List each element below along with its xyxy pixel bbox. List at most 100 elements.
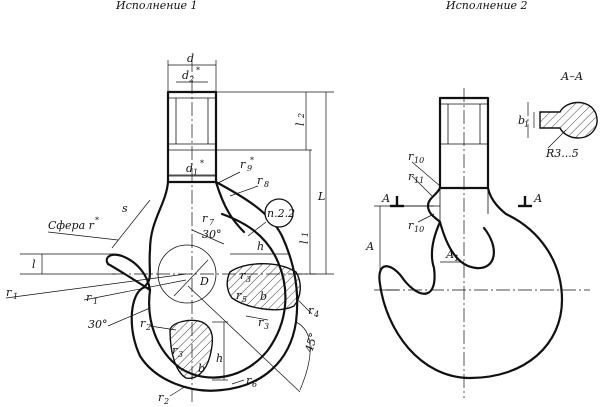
label-r5-sub: 5	[242, 295, 247, 304]
label-r3-5: R3...5	[545, 147, 579, 160]
hook-tip-v1	[105, 253, 152, 292]
label-r11: r	[408, 170, 414, 183]
label-b-mid: b	[260, 290, 267, 303]
callout-leader	[247, 221, 267, 237]
label-A1-sub: 1	[454, 254, 459, 263]
leader-r4	[295, 297, 313, 315]
angle-45-line	[187, 285, 301, 393]
label-r2: r	[140, 317, 146, 330]
shank-v2-throat	[439, 188, 489, 222]
label-d1: d	[186, 162, 193, 175]
label-r10-top: r	[408, 150, 414, 163]
label-r3-a-sub: 3	[246, 275, 251, 284]
leader-sphere	[47, 231, 119, 241]
label-A-left: А	[381, 192, 390, 205]
label-l2: l	[294, 122, 307, 126]
label-r6: r	[246, 374, 252, 387]
label-r3-c: r	[172, 344, 178, 357]
label-l: l	[32, 258, 36, 271]
hook-body-v1	[130, 180, 299, 392]
label-d2-sub: 2	[188, 75, 194, 84]
label-r3-a: r	[240, 269, 246, 282]
leader-r9	[215, 171, 241, 185]
label-r1-a: r	[6, 286, 12, 299]
label-r10-bottom: r	[408, 219, 414, 232]
label-b1: b	[518, 114, 525, 127]
label-s: s	[122, 202, 128, 215]
hook-variant-1: п.2.2	[105, 58, 316, 402]
label-r3-c-sub: 3	[178, 350, 183, 359]
leader-r1-b	[83, 279, 187, 301]
leader-r1-a	[5, 273, 187, 299]
header-variant-1: Исполнение 1	[115, 0, 198, 12]
label-h-low: h	[216, 352, 223, 365]
label-A-right: А	[533, 192, 542, 205]
dimensions-v1: d d 2 * d 1 * l 2 l 1 L r 9 * r 8 r 7 s	[5, 52, 334, 406]
label-l2-sub: 2	[297, 113, 306, 119]
hook-inner-v2	[438, 220, 495, 270]
label-r10-top-sub: 10	[414, 156, 424, 165]
label-angle-30-top: 30°	[202, 228, 222, 241]
label-d1-sub: 1	[193, 168, 198, 177]
label-angle-30-low: 30°	[88, 318, 108, 331]
label-r4: r	[308, 304, 314, 317]
callout-circle	[264, 198, 294, 228]
label-angle-45: 45°	[302, 331, 320, 354]
hook-throat-v1	[214, 180, 246, 234]
label-A-dim: А	[365, 240, 374, 253]
label-sphere-star: *	[95, 216, 99, 225]
label-d2: d	[182, 69, 189, 82]
label-r1-b-sub: 1	[93, 297, 98, 306]
section-aa-detail: А–А b 1 R3...5	[518, 70, 598, 160]
angle-30-top-line	[191, 229, 225, 245]
label-r8-sub: 8	[264, 180, 269, 189]
label-sphere: Сфера r	[48, 219, 95, 232]
label-r1-b: r	[86, 291, 92, 304]
label-r8: r	[257, 174, 263, 187]
label-r2-b-sub: 2	[163, 397, 169, 406]
label-r7: r	[202, 212, 208, 225]
label-r3-b-sub: 3	[264, 322, 269, 331]
dim-D-line	[173, 259, 209, 297]
label-D: D	[199, 275, 209, 288]
dimensions-v2: r 10 r 11 r 10 А А А А 1	[365, 150, 542, 291]
label-r1-a-sub: 1	[13, 292, 18, 301]
label-L: L	[317, 190, 325, 203]
label-A1: А	[445, 248, 454, 261]
leader-r6	[231, 379, 245, 385]
label-r5: r	[236, 289, 242, 302]
hook-body-v2	[378, 186, 564, 380]
section-aa-shape	[539, 101, 598, 139]
label-h-top: h	[257, 240, 264, 253]
hook-inner-v1	[148, 212, 287, 379]
label-r9-sub: 9	[247, 164, 252, 173]
section-right-hatch	[226, 263, 301, 311]
label-r7-sub: 7	[209, 218, 215, 227]
label-r2-b: r	[158, 391, 164, 404]
angle-30-low-line	[107, 307, 151, 327]
label-b1-sub: 1	[524, 120, 529, 129]
label-section-title: А–А	[560, 70, 583, 83]
leader-r2-b	[169, 385, 187, 397]
label-r9: r	[240, 158, 246, 171]
label-d: d	[187, 52, 194, 65]
angle-45-arc	[295, 321, 311, 391]
hook-variant-2	[378, 88, 590, 398]
leader-r10-bottom	[417, 213, 435, 223]
label-r10-bottom-sub: 10	[414, 225, 424, 234]
leader-r10-top	[411, 161, 441, 187]
label-r6-sub: 6	[252, 380, 257, 389]
leader-r8	[229, 185, 259, 197]
leader-r3-b	[245, 315, 269, 321]
header-variant-2: Исполнение 2	[445, 0, 528, 12]
callout-label: п.2.2	[267, 207, 295, 220]
label-d2-star: *	[196, 66, 200, 75]
label-r3-b: r	[258, 316, 264, 329]
leader-r3-5	[547, 129, 567, 149]
label-r2-sub: 2	[145, 323, 151, 332]
label-r4-sub: 4	[313, 310, 319, 319]
leader-r11	[411, 175, 433, 197]
label-r9-star: *	[250, 156, 254, 165]
